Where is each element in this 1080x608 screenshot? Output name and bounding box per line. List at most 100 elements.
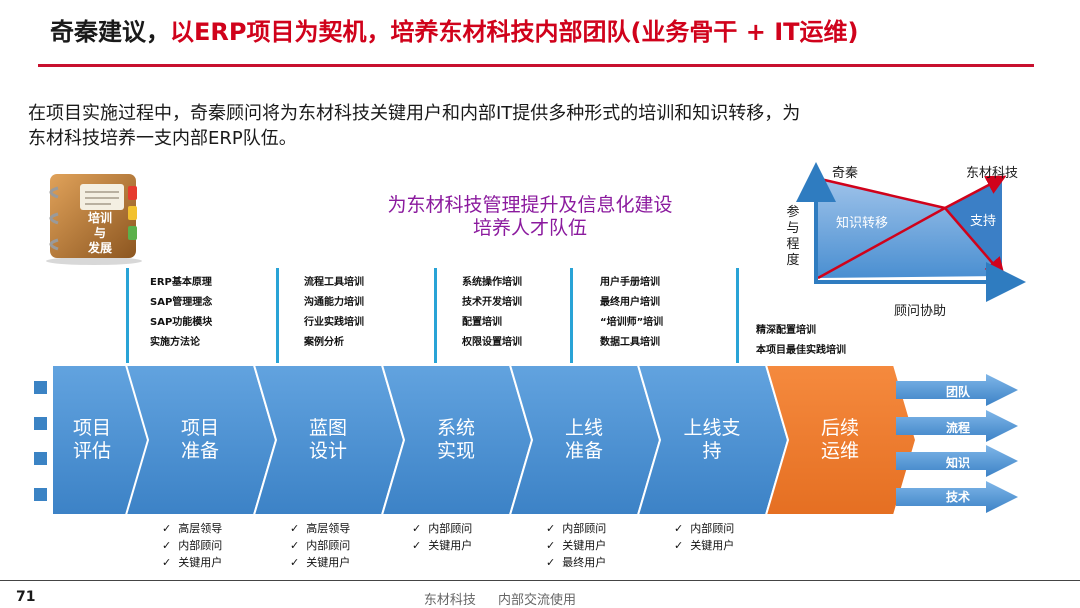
bullet-square — [34, 488, 47, 501]
participants-list-4: 内部顾问 关键用户 最终用户 — [546, 520, 606, 571]
step-label-line: 评估 — [72, 440, 111, 462]
participant-item: 高层领导 — [162, 520, 222, 537]
participant-item: 内部顾问 — [162, 537, 222, 554]
center-title-line-1: 为东材科技管理提升及信息化建设 — [387, 194, 673, 216]
step-label-line: 后续 — [820, 417, 859, 439]
participant-item: 内部顾问 — [546, 520, 606, 537]
connector-line — [126, 268, 129, 363]
step-label-line: 持 — [702, 440, 722, 462]
training-list-4: 用户手册培训 最终用户培训 “培训师”培训 数据工具培训 — [600, 273, 663, 353]
y-axis-char: 与 — [786, 221, 800, 236]
outcome-label-technology: 技术 — [946, 490, 971, 504]
training-item: 系统操作培训 — [462, 277, 522, 288]
participants-list-1: 高层领导 内部顾问 关键用户 — [162, 520, 222, 571]
connector-line — [276, 268, 279, 363]
training-item: 技术开发培训 — [462, 297, 522, 308]
step-label-line: 上线 — [564, 417, 603, 439]
participation-diagram — [796, 162, 1026, 302]
training-item: 行业实践培训 — [304, 317, 364, 328]
client-line — [817, 206, 946, 280]
outcome-arrow-2 — [896, 410, 1018, 442]
consultant-line — [815, 176, 946, 210]
step-label-line: 蓝图 — [308, 417, 347, 439]
center-title-line-2: 培养人才队伍 — [472, 217, 587, 239]
chart-region-support: 支持 — [970, 214, 997, 229]
title-prefix: 奇秦建议， — [50, 18, 170, 46]
training-item: 实施方法论 — [150, 337, 200, 348]
step-label-line: 项目 — [72, 417, 111, 439]
connector-line — [736, 268, 739, 363]
step-label-line: 系统 — [436, 417, 475, 439]
training-item: 精深配置培训 — [756, 325, 816, 336]
participant-item: 关键用户 — [290, 554, 350, 571]
participants-list-2: 高层领导 内部顾问 关键用户 — [290, 520, 350, 571]
training-item: “培训师”培训 — [600, 317, 664, 328]
training-item: 权限设置培训 — [462, 337, 522, 348]
training-item: SAP管理理念 — [150, 297, 213, 308]
participant-item: 最终用户 — [546, 554, 606, 571]
connector-line — [434, 268, 437, 363]
step-label-line: 准备 — [564, 440, 603, 462]
page-title: 奇秦建议，以ERP项目为契机，培养东材科技内部团队(业务骨干 + IT运维) — [50, 12, 859, 47]
training-list-5: 精深配置培训 本项目最佳实践培训 — [756, 321, 846, 361]
footer-divider — [0, 580, 1080, 581]
participants-list-5: 内部顾问 关键用户 — [674, 520, 734, 554]
bullet-square — [34, 452, 47, 465]
chart-label-client: 东材科技 — [966, 166, 1019, 181]
step-chevron-7 — [764, 364, 918, 516]
y-axis-char: 程 — [786, 237, 800, 252]
book-label-line: 培训 — [87, 211, 112, 225]
training-item: 本项目最佳实践培训 — [756, 345, 846, 356]
step-label-7: 后续 运维 — [800, 417, 880, 463]
training-list-1: ERP基本原理 SAP管理理念 SAP功能模块 实施方法论 — [150, 273, 212, 353]
step-label-line: 设计 — [308, 440, 347, 462]
participant-item: 高层领导 — [290, 520, 350, 537]
y-axis-char: 度 — [786, 253, 800, 268]
step-label-line: 运维 — [820, 440, 859, 462]
step-label-line: 项目 — [180, 417, 219, 439]
chart-x-axis-label: 顾问协助 — [894, 304, 947, 319]
chart-label-consultant: 奇秦 — [832, 166, 859, 181]
step-label-5: 上线 准备 — [544, 417, 624, 463]
training-item: 案例分析 — [304, 337, 344, 348]
step-label-1: 项目 评估 — [52, 417, 132, 463]
page-number: 71 — [16, 589, 36, 605]
notebook-icon — [46, 174, 142, 265]
title-divider — [38, 64, 1034, 67]
bullet-square — [34, 381, 47, 394]
footer-text: 东材科技 内部交流使用 — [423, 593, 577, 608]
outcome-arrow-1 — [896, 374, 1018, 406]
outcome-arrow-4 — [896, 481, 1018, 513]
chart-region-knowledge-transfer: 知识转移 — [836, 216, 889, 231]
participant-item: 关键用户 — [546, 537, 606, 554]
participant-item: 内部顾问 — [290, 537, 350, 554]
training-list-2: 流程工具培训 沟通能力培训 行业实践培训 案例分析 — [304, 273, 364, 353]
step-label-line: 准备 — [180, 440, 219, 462]
intro-paragraph: 在项目实施过程中，奇秦顾问将为东材科技关键用户和内部IT提供多种形式的培训和知识… — [28, 103, 801, 149]
step-label-line: 上线支 — [683, 417, 741, 439]
outcome-label-team: 团队 — [946, 385, 971, 399]
participants-list-3: 内部顾问 关键用户 — [412, 520, 472, 554]
outcome-label-process: 流程 — [946, 421, 971, 435]
connector-line — [570, 268, 573, 363]
bullet-square — [34, 417, 47, 430]
participant-item: 内部顾问 — [412, 520, 472, 537]
training-item: 最终用户培训 — [600, 297, 660, 308]
participant-item: 关键用户 — [412, 537, 472, 554]
chart-y-axis-label: 参 与 程 度 — [784, 205, 802, 269]
step-label-6: 上线支 持 — [672, 417, 752, 463]
training-item: SAP功能模块 — [150, 317, 213, 328]
participant-item: 内部顾问 — [674, 520, 734, 537]
training-item: 流程工具培训 — [304, 277, 364, 288]
step-label-3: 蓝图 设计 — [288, 417, 368, 463]
training-list-3: 系统操作培训 技术开发培训 配置培训 权限设置培训 — [462, 273, 522, 353]
participant-item: 关键用户 — [162, 554, 222, 571]
book-label-line: 与 — [93, 226, 106, 240]
training-item: 沟通能力培训 — [304, 297, 364, 308]
center-title: 为东材科技管理提升及信息化建设 培养人才队伍 — [300, 194, 760, 240]
outcome-arrow-3 — [896, 445, 1018, 477]
book-label: 培训 与 发展 — [72, 211, 128, 256]
participant-item: 关键用户 — [674, 537, 734, 554]
book-label-line: 发展 — [87, 241, 112, 255]
